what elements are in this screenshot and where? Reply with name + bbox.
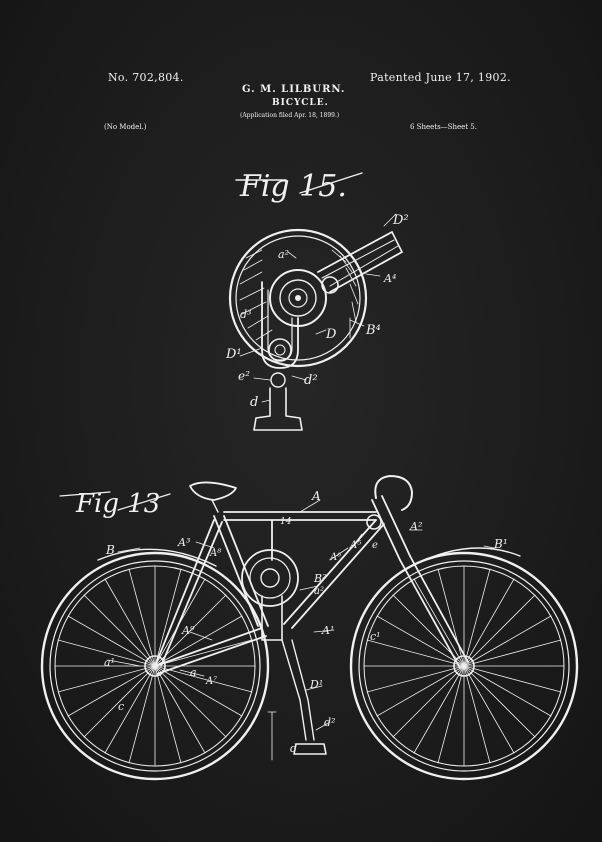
fig13-caption-underline <box>59 491 171 511</box>
rear-wheel <box>40 551 270 781</box>
pedal-axle-hub <box>274 344 286 356</box>
invention-title: BICYCLE. <box>272 98 329 108</box>
fig15-label-a2: a² <box>278 248 289 261</box>
fig13-label-B2: B² <box>313 572 327 585</box>
fig15-label-B4: B⁴ <box>365 323 381 338</box>
fig13-label-A8: A⁸ <box>209 548 221 559</box>
dimension-line <box>267 711 277 761</box>
saddle <box>189 481 237 501</box>
fig13-label-A9: A⁹ <box>181 624 195 637</box>
patent-number: No. 702,804. <box>108 71 184 84</box>
fig13-label-A6: A⁶ <box>329 552 341 563</box>
fig13-label-A5: A⁵ <box>349 540 361 551</box>
figure-15: Fig 15. <box>225 169 409 431</box>
fig15-caption-underline <box>235 172 363 194</box>
stay-tube <box>317 231 403 293</box>
chainwheel-hatching <box>239 249 359 341</box>
fig13-label-A2: A² <box>409 520 422 533</box>
fig13-label-a1: a¹ <box>104 656 115 669</box>
fig13-label-14: 14 <box>280 517 292 527</box>
fig13-label-A1: A¹ <box>321 624 334 637</box>
fig15-label-d: d <box>250 395 258 410</box>
pedal <box>293 743 327 755</box>
fig15-label-D2: D² <box>392 213 409 228</box>
headset <box>366 514 382 530</box>
chainring <box>241 549 299 607</box>
chainwheel-outer <box>228 228 368 368</box>
fig15-label-d2: d² <box>304 373 318 388</box>
chainring-hub <box>260 568 280 588</box>
fig15-label-D1: D¹ <box>225 347 242 362</box>
crank-housing <box>261 281 299 369</box>
chainwheel-inner <box>235 235 361 361</box>
hub-center <box>288 288 308 308</box>
fig13-label-B1: B¹ <box>493 537 508 551</box>
stay-clamp <box>321 276 339 294</box>
fig13-label-a2: a² <box>314 586 324 597</box>
fig15-label-e2: e² <box>238 369 250 383</box>
front-mudguard <box>411 547 521 567</box>
front-wheel <box>349 551 579 781</box>
stay-tube-end <box>391 231 403 253</box>
sheet-count: 6 Sheets—Sheet 5. <box>410 123 477 131</box>
fig15-label-D: D <box>325 327 337 342</box>
fig13-label-e: e <box>372 540 378 551</box>
fig13-label-D1: D¹ <box>309 678 323 691</box>
handlebar <box>374 475 413 511</box>
hub-outer <box>269 269 327 327</box>
patented-date: Patented June 17, 1902. <box>370 71 511 84</box>
fig13-label-d2: d² <box>324 716 335 729</box>
lower-crank-arm <box>281 639 315 741</box>
application-filed: (Application filed Apr. 18, 1899.) <box>240 112 340 119</box>
fig13-label-B: B <box>105 543 115 557</box>
fig13-label-c: c <box>118 700 124 713</box>
fig13-label-c1: c¹ <box>370 630 381 643</box>
fig15-leaders <box>239 213 397 403</box>
bracket-foot <box>253 387 303 431</box>
fig13-label-A7: A⁷ <box>205 676 217 687</box>
fig15-label-A4: A⁴ <box>383 272 396 285</box>
fig13-label-d: d <box>290 742 297 755</box>
figure-13: Fig 13 <box>40 475 579 781</box>
fig15-caption: Fig 15. <box>239 169 347 204</box>
chainring-inner <box>249 557 291 599</box>
fig13-leaders <box>107 499 495 731</box>
fig15-label-d3: d³ <box>240 308 251 321</box>
inventor-name: G. M. LILBURN. <box>242 84 346 95</box>
fig13-label-a: a <box>190 666 197 679</box>
hub-axle <box>295 295 301 301</box>
crank-arm <box>261 595 283 641</box>
hub-middle <box>279 279 317 317</box>
bracket-ring <box>270 372 286 388</box>
pedal-axle <box>268 338 292 362</box>
fig13-label-A3: A³ <box>177 536 190 549</box>
seat-post <box>211 499 219 513</box>
fig13-label-A: A <box>311 489 321 503</box>
stay-tube-inner <box>321 239 399 287</box>
rear-mudguard <box>97 548 217 567</box>
model-note: (No Model.) <box>104 123 147 131</box>
